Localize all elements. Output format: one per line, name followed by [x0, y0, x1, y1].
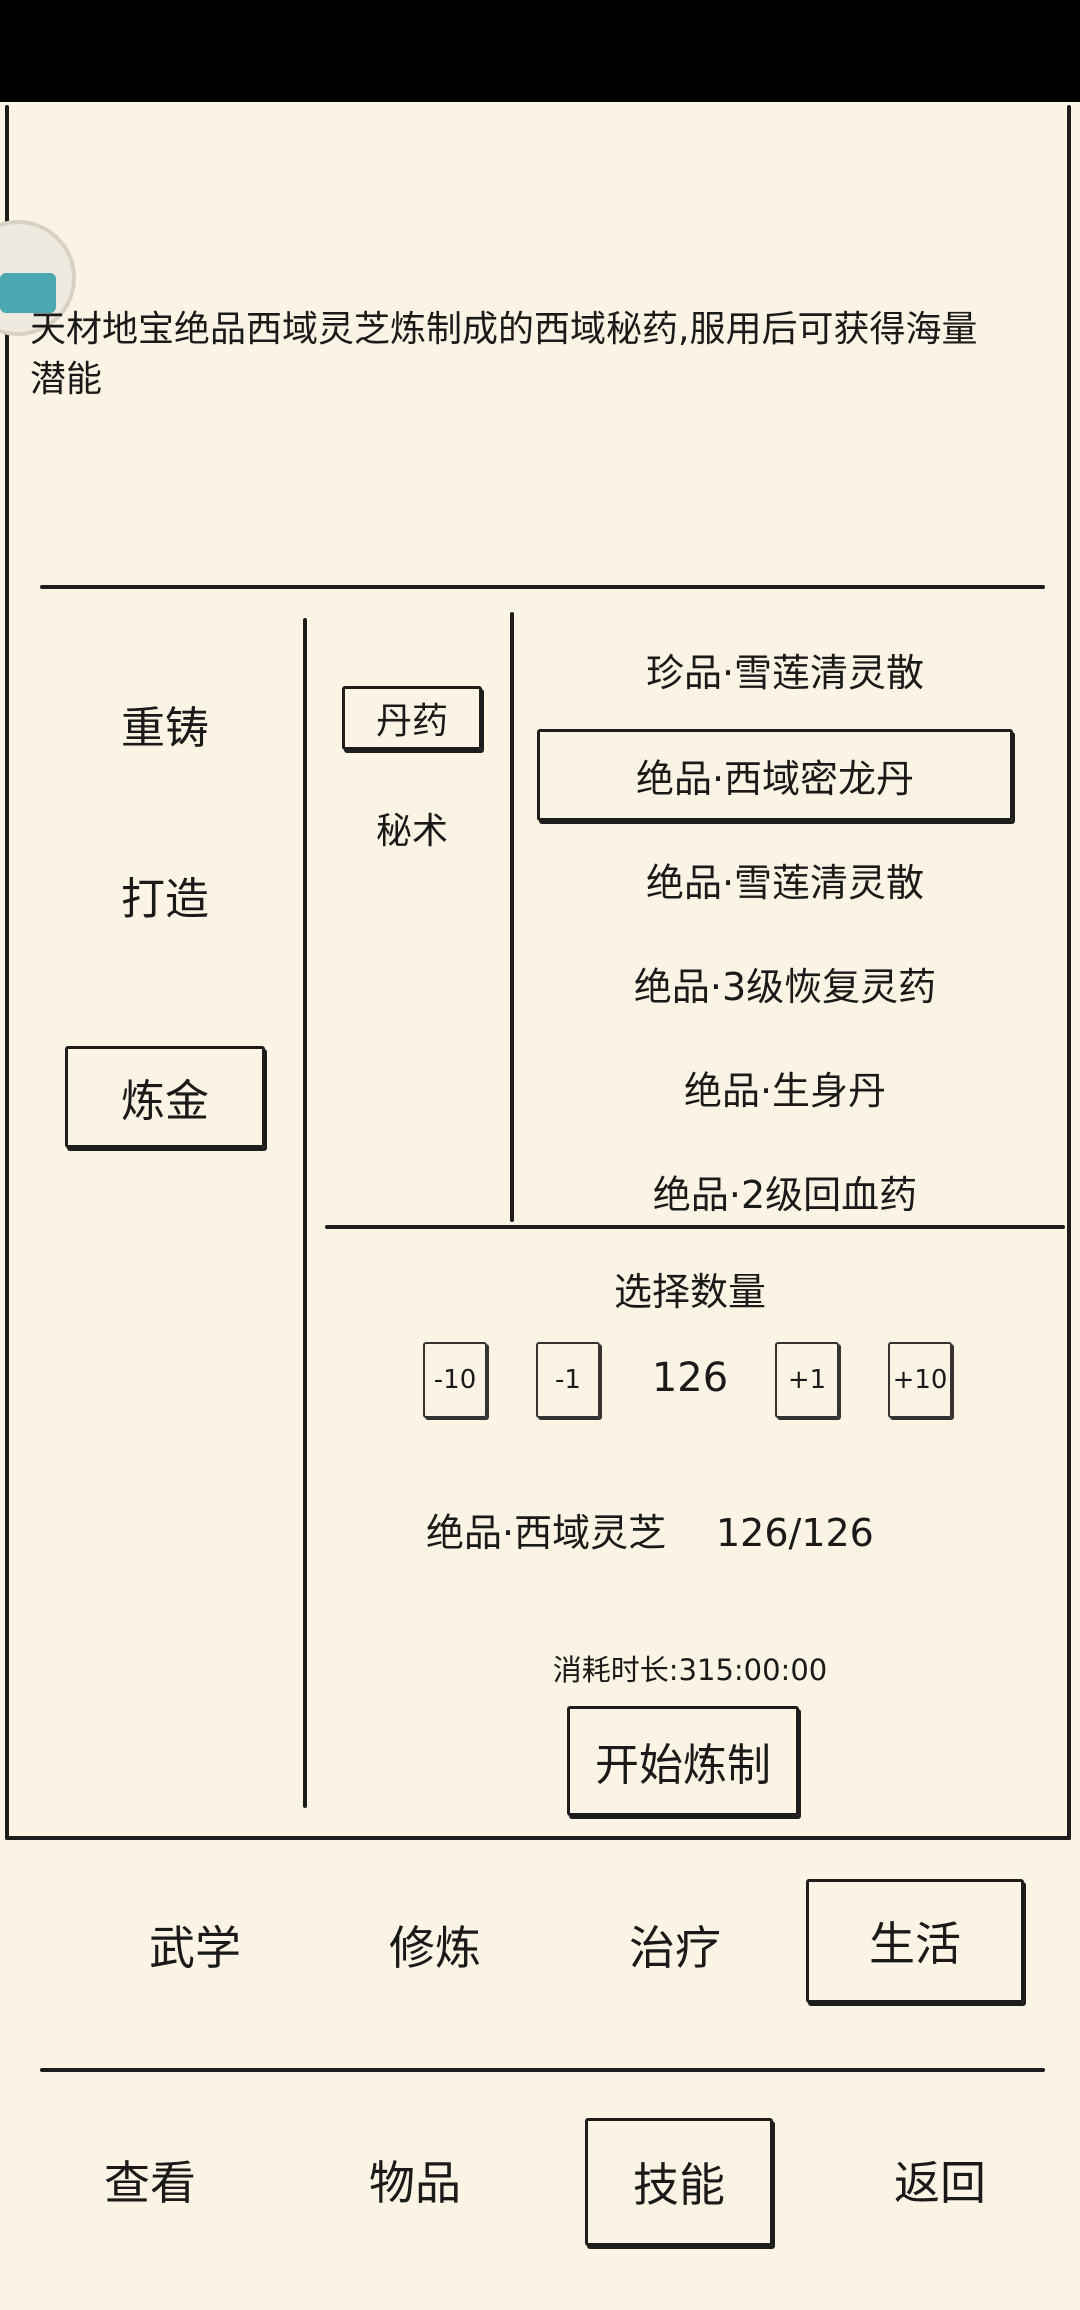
panel-right-border: [1067, 105, 1071, 1840]
category-column-divider: [510, 612, 514, 1222]
nav-items[interactable]: 物品: [369, 2156, 461, 2210]
category-elixir[interactable]: 丹药: [342, 686, 482, 750]
plus-1-button[interactable]: +1: [775, 1342, 839, 1418]
menu-craft[interactable]: 打造: [121, 874, 209, 925]
plus-10-button[interactable]: +10: [888, 1342, 952, 1418]
menu-alchemy[interactable]: 炼金: [65, 1046, 265, 1148]
left-column-divider: [303, 618, 307, 1808]
quantity-title: 选择数量: [613, 1269, 766, 1314]
start-refine-button[interactable]: 开始炼制: [567, 1706, 799, 1816]
recipe-item[interactable]: 珍品·雪莲清灵散: [645, 650, 925, 695]
category-secret-art[interactable]: 秘术: [375, 811, 448, 852]
minus-10-button[interactable]: -10: [423, 1342, 487, 1418]
tab-cultivation[interactable]: 修炼: [389, 1921, 481, 1975]
recipe-item[interactable]: 绝品·雪莲清灵散: [645, 860, 925, 905]
material-count: 126/126: [716, 1511, 874, 1555]
avatar-glyph-icon: [0, 273, 56, 313]
panel-left-border: [5, 105, 9, 1840]
status-bar: [0, 0, 1080, 102]
recipe-item[interactable]: 绝品·生身丹: [683, 1068, 887, 1113]
nav-back[interactable]: 返回: [894, 2156, 986, 2210]
recipe-item[interactable]: 绝品·2级回血药: [652, 1172, 918, 1217]
quantity-divider: [325, 1225, 1065, 1229]
recipe-list[interactable]: 珍品·雪莲清灵散 绝品·西域密龙丹 绝品·雪莲清灵散 绝品·3级恢复灵药 绝品·…: [530, 625, 1060, 1217]
panel-bottom-border: [5, 1836, 1071, 1840]
material-name: 绝品·西域灵芝: [426, 1511, 667, 1555]
tab-healing[interactable]: 治疗: [629, 1921, 721, 1975]
bottom-nav-divider: [40, 2068, 1045, 2072]
duration-label: 消耗时长:315:00:00: [552, 1653, 828, 1687]
quantity-value: 126: [651, 1355, 729, 1401]
nav-skills[interactable]: 技能: [585, 2118, 773, 2246]
nav-view[interactable]: 查看: [104, 2156, 196, 2210]
recipe-item-selected[interactable]: 绝品·西域密龙丹: [537, 729, 1013, 821]
tab-martial-arts[interactable]: 武学: [149, 1921, 241, 1975]
menu-reforge[interactable]: 重铸: [121, 703, 209, 754]
description-divider: [40, 585, 1045, 589]
minus-1-button[interactable]: -1: [536, 1342, 600, 1418]
recipe-item[interactable]: 绝品·3级恢复灵药: [633, 964, 937, 1009]
tab-life[interactable]: 生活: [806, 1879, 1024, 2003]
item-description: 天材地宝绝品西域灵芝炼制成的西域秘药,服用后可获得海量潜能: [30, 309, 978, 400]
